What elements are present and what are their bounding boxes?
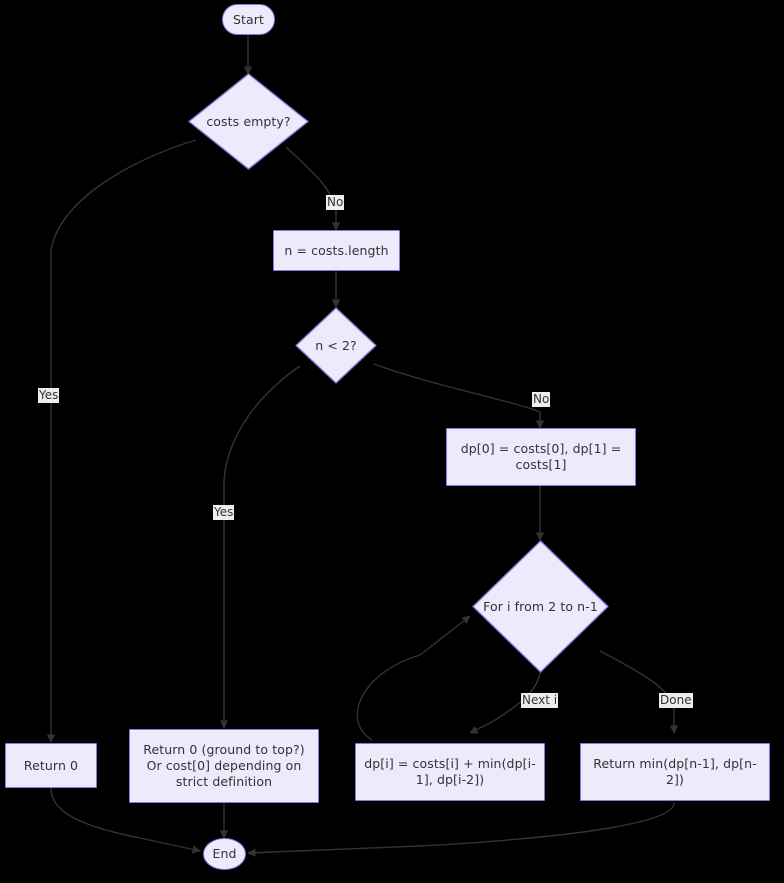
node-end[interactable]: End (203, 838, 246, 870)
node-costs-empty-label: costs empty? (206, 113, 291, 129)
edge-label-text: No (327, 195, 344, 209)
node-return0-note-line2: Or cost[0] depending on (146, 758, 302, 773)
node-loop-label: For i from 2 to n-1 (483, 598, 598, 614)
edge-return-min-to-end (247, 802, 675, 857)
edge-label-n-lt-2-yes: Yes (213, 505, 235, 520)
node-return0-note-line3: strict definition (175, 774, 273, 789)
node-loop[interactable]: For i from 2 to n-1 (472, 540, 609, 673)
node-return0-note-line1: Return 0 (ground to top?) (143, 742, 305, 757)
edge-label-text: Done (660, 693, 692, 707)
node-n-lt-2-label: n < 2? (315, 337, 357, 353)
node-dp-i-label: dp[i] = costs[i] + min(dp[i-1], dp[i-2]) (364, 756, 536, 787)
node-return0-label: Return 0 (23, 757, 79, 773)
node-start-label: Start (232, 11, 265, 27)
node-end-label: End (212, 846, 237, 861)
edge-label-text: No (533, 392, 550, 406)
edge-label-loop-next-i: Next i (521, 693, 559, 708)
node-return-min[interactable]: Return min(dp[n-1], dp[n-2]) (580, 743, 770, 801)
edge-label-costs-empty-yes: Yes (38, 388, 60, 403)
node-dp-i[interactable]: dp[i] = costs[i] + min(dp[i-1], dp[i-2]) (355, 743, 545, 801)
edge-n-lt-2-no-to-dp-init (373, 363, 545, 429)
node-start[interactable]: Start (222, 4, 275, 35)
node-n-length-label: n = costs.length (284, 242, 389, 258)
node-dp-init[interactable]: dp[0] = costs[0], dp[1] = costs[1] (446, 428, 636, 486)
edge-label-loop-done: Done (659, 693, 693, 708)
node-return0-note[interactable]: Return 0 (ground to top?) Or cost[0] dep… (129, 729, 319, 803)
node-return-min-label: Return min(dp[n-1], dp[n-2]) (593, 756, 757, 787)
edge-dp-i-back-to-loop (356, 615, 471, 741)
node-costs-empty[interactable]: costs empty? (188, 73, 309, 170)
edge-label-text: Yes (214, 505, 234, 519)
edge-costs-empty-yes-to-return0 (46, 139, 197, 743)
diamond-shape-loop (472, 540, 609, 673)
edge-loop-done-to-return-min (599, 650, 679, 734)
edge-label-costs-empty-no: No (326, 195, 345, 210)
diamond-shape-costs-empty (188, 73, 309, 170)
node-dp-init-label: dp[0] = costs[0], dp[1] = costs[1] (460, 441, 622, 472)
node-n-lt-2[interactable]: n < 2? (295, 307, 377, 384)
diamond-shape-n-lt-2 (295, 307, 377, 384)
edge-label-text: Yes (39, 388, 59, 402)
node-return0[interactable]: Return 0 (5, 743, 97, 788)
edge-label-n-lt-2-no: No (532, 392, 551, 407)
node-n-length[interactable]: n = costs.length (273, 230, 400, 271)
edge-label-text: Next i (522, 693, 558, 707)
edge-n-lt-2-yes-to-return0-note (219, 365, 301, 729)
